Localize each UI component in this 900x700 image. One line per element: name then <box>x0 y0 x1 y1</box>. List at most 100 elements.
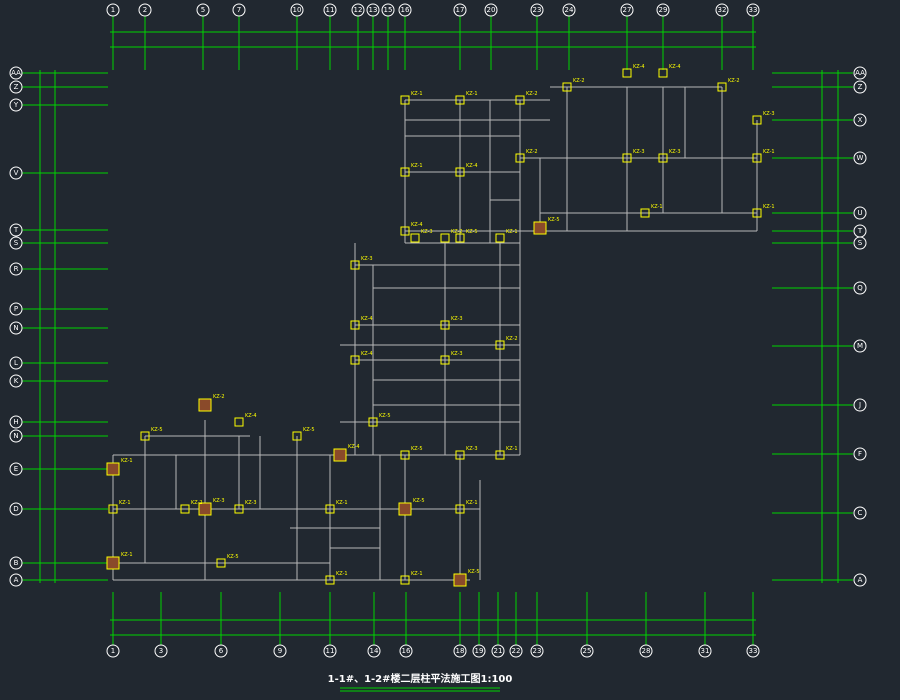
svg-text:KZ-3: KZ-3 <box>421 229 433 235</box>
column-KZ-3: KZ-3 <box>622 149 645 163</box>
svg-text:21: 21 <box>494 647 503 655</box>
svg-text:KZ-3: KZ-3 <box>669 149 681 155</box>
svg-text:L: L <box>14 359 18 367</box>
column-KZ-2: KZ-2 <box>495 336 518 350</box>
column-KZ-5: KZ-5 <box>400 446 423 460</box>
column-KZ-1: KZ-1 <box>400 571 423 585</box>
svg-text:23: 23 <box>533 6 542 14</box>
column-KZ-4: KZ-4 <box>333 444 360 462</box>
dimension-lines <box>39 31 839 636</box>
svg-text:B: B <box>14 559 19 567</box>
axis-bubble-left-N: N <box>9 429 23 443</box>
svg-text:28: 28 <box>642 647 651 655</box>
svg-text:D: D <box>13 505 18 513</box>
axis-bubble-top-29: 29 <box>656 3 670 17</box>
svg-text:A: A <box>858 576 863 584</box>
svg-text:KZ-5: KZ-5 <box>548 217 560 223</box>
axis-bubble-top-16: 16 <box>398 3 412 17</box>
axis-bubble-left-D: D <box>9 502 23 516</box>
axis-bubble-left-A: A <box>9 573 23 587</box>
svg-text:J: J <box>858 401 861 409</box>
svg-text:KZ-5: KZ-5 <box>151 427 163 433</box>
svg-text:KZ-5: KZ-5 <box>303 427 315 433</box>
svg-text:KZ-3: KZ-3 <box>451 351 463 357</box>
svg-text:KZ-2: KZ-2 <box>506 336 518 342</box>
axis-bubble-right-F: F <box>853 447 867 461</box>
svg-text:KZ-5: KZ-5 <box>227 554 239 560</box>
svg-text:KZ-4: KZ-4 <box>669 64 681 70</box>
column-KZ-5: KZ-5 <box>453 569 480 587</box>
axis-bubble-left-T: T <box>9 223 23 237</box>
axis-bubble-bottom-33: 33 <box>746 644 760 658</box>
drawing-title-block: 1-1#、1-2#楼二层柱平法施工图1:100 <box>328 672 513 692</box>
svg-text:X: X <box>858 116 863 124</box>
svg-text:19: 19 <box>475 647 484 655</box>
svg-text:18: 18 <box>456 647 465 655</box>
svg-text:R: R <box>14 265 19 273</box>
svg-text:KZ-1: KZ-1 <box>411 163 423 169</box>
axis-bubble-left-R: R <box>9 262 23 276</box>
svg-text:S: S <box>14 239 19 247</box>
svg-text:KZ-2: KZ-2 <box>213 394 225 400</box>
svg-text:KZ-1: KZ-1 <box>121 552 133 558</box>
svg-text:KZ-5: KZ-5 <box>379 413 391 419</box>
axis-bubble-right-Z: Z <box>853 80 867 94</box>
column-KZ-3: KZ-3 <box>350 256 373 270</box>
drawing-title: 1-1#、1-2#楼二层柱平法施工图1:100 <box>328 672 513 685</box>
column-KZ-1: KZ-1 <box>106 552 133 570</box>
svg-text:KZ-3: KZ-3 <box>245 500 257 506</box>
axis-bubble-top-1: 1 <box>106 3 120 17</box>
svg-text:6: 6 <box>219 647 224 655</box>
column-KZ-3: KZ-3 <box>455 446 478 460</box>
svg-text:31: 31 <box>701 647 710 655</box>
axis-bubble-bottom-11: 11 <box>323 644 337 658</box>
svg-text:KZ-1: KZ-1 <box>336 571 348 577</box>
svg-text:10: 10 <box>293 6 302 14</box>
svg-text:W: W <box>857 154 864 162</box>
axis-bubble-top-12: 12 <box>351 3 365 17</box>
axis-bubble-left-K: K <box>9 374 23 388</box>
axis-bubble-right-Q: Q <box>853 281 867 295</box>
svg-text:KZ-1: KZ-1 <box>336 500 348 506</box>
svg-text:KZ-4: KZ-4 <box>348 444 360 450</box>
beam-lines <box>112 86 758 581</box>
column-KZ-3: KZ-3 <box>752 111 775 125</box>
axis-bubble-bottom-16: 16 <box>399 644 413 658</box>
column-KZ-5: KZ-5 <box>533 217 560 235</box>
svg-text:A: A <box>14 576 19 584</box>
svg-text:24: 24 <box>565 6 574 14</box>
svg-text:17: 17 <box>456 6 465 14</box>
svg-text:12: 12 <box>354 6 363 14</box>
axis-bubble-top-5: 5 <box>196 3 210 17</box>
column-KZ-1: KZ-1 <box>495 229 518 243</box>
column-KZ-1: KZ-1 <box>455 500 478 514</box>
svg-text:M: M <box>857 342 863 350</box>
svg-text:P: P <box>14 305 18 313</box>
svg-text:KZ-1: KZ-1 <box>466 91 478 97</box>
svg-text:3: 3 <box>159 647 163 655</box>
svg-text:KZ-2: KZ-2 <box>526 91 538 97</box>
axis-bubble-right-W: W <box>853 151 867 165</box>
svg-text:25: 25 <box>583 647 592 655</box>
axis-bubble-bottom-19: 19 <box>472 644 486 658</box>
axis-bubble-bottom-14: 14 <box>367 644 381 658</box>
svg-text:KZ-2: KZ-2 <box>526 149 538 155</box>
column-KZ-3: KZ-3 <box>198 498 225 516</box>
svg-text:KZ-1: KZ-1 <box>651 204 663 210</box>
svg-text:K: K <box>14 377 19 385</box>
axis-bubble-left-B: B <box>9 556 23 570</box>
svg-text:5: 5 <box>201 6 205 14</box>
svg-text:Q: Q <box>857 284 863 292</box>
svg-text:7: 7 <box>237 6 241 14</box>
svg-text:KZ-3: KZ-3 <box>466 446 478 452</box>
column-KZ-1: KZ-1 <box>325 571 348 585</box>
axis-bubble-top-17: 17 <box>453 3 467 17</box>
axis-bubble-top-24: 24 <box>562 3 576 17</box>
axis-bubble-bottom-31: 31 <box>698 644 712 658</box>
axis-bubble-left-P: P <box>9 302 23 316</box>
column-KZ-1: KZ-1 <box>400 163 423 177</box>
svg-text:KZ-4: KZ-4 <box>466 163 478 169</box>
axis-bubble-left-E: E <box>9 462 23 476</box>
svg-text:N: N <box>13 432 18 440</box>
